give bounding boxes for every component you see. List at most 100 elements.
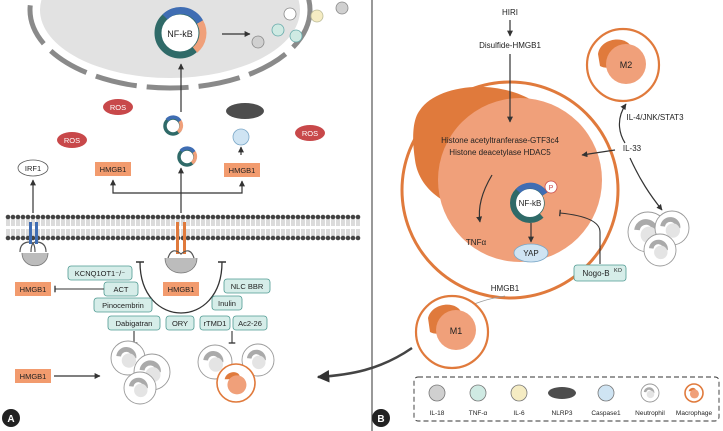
lipid-head bbox=[300, 235, 306, 241]
histone-deacetyl-label: Histone deacetylase HDAC5 bbox=[449, 148, 551, 157]
drug-kcnq: KCNQ1OT1⁻/⁻ bbox=[67, 265, 133, 281]
hmgb1-label-bottom: HMGB1 bbox=[20, 372, 47, 381]
lipid-head bbox=[325, 214, 331, 220]
lipid-head bbox=[60, 235, 66, 241]
lipid-head bbox=[240, 214, 246, 220]
nucleus-nfkb-label: NF-kB bbox=[167, 29, 193, 39]
lipid-head bbox=[80, 235, 86, 241]
legend-label: Caspase1 bbox=[591, 410, 621, 417]
neutrophil-body bbox=[646, 390, 655, 399]
irf1-label: IRF1 bbox=[25, 164, 41, 173]
lipid-head bbox=[200, 214, 206, 220]
lipid-head bbox=[335, 235, 341, 241]
legend-swatch bbox=[548, 387, 576, 399]
receptor-center bbox=[164, 222, 198, 274]
neutrophil-cluster bbox=[110, 340, 171, 405]
drug-nlc-bbr-label: NLC BBR bbox=[231, 282, 264, 291]
macrophage-cytoplasm bbox=[438, 98, 602, 262]
lipid-head bbox=[80, 214, 86, 220]
lipid-head bbox=[200, 235, 206, 241]
lipid-head bbox=[40, 214, 46, 220]
hmgb1-box-left bbox=[95, 162, 131, 176]
lipid-head bbox=[5, 235, 11, 241]
ros-label: ROS bbox=[110, 103, 126, 112]
lipid-head bbox=[235, 235, 241, 241]
drug-dabigatran: Dabigatran bbox=[107, 315, 161, 331]
legend-swatch bbox=[469, 384, 487, 402]
m2-cytoplasm bbox=[606, 44, 646, 84]
lipid-head bbox=[320, 235, 326, 241]
lipid-head bbox=[55, 235, 61, 241]
panel-b-nfkb-label: NF-kB bbox=[519, 199, 542, 208]
lipid-head bbox=[205, 214, 211, 220]
panel-a-letter-badge bbox=[2, 409, 20, 427]
lipid-head bbox=[230, 214, 236, 220]
lipid-head bbox=[230, 235, 236, 241]
il18-dot bbox=[335, 1, 349, 15]
lipid-head bbox=[140, 214, 146, 220]
drug-rtmd1-label: rTMD1 bbox=[204, 319, 227, 328]
neutrophil-body bbox=[654, 245, 668, 260]
drug-inulin: Inulin bbox=[211, 295, 243, 311]
hmgb1-label-left: HMGB1 bbox=[100, 165, 127, 174]
lipid-head bbox=[295, 235, 301, 241]
drug-pinocembrin-label: Pinocembrin bbox=[102, 301, 144, 310]
neutrophil-cell bbox=[640, 383, 660, 403]
lipid-head bbox=[60, 214, 66, 220]
lipid-head bbox=[245, 235, 251, 241]
lipid-head bbox=[150, 214, 156, 220]
m2-label: M2 bbox=[620, 60, 633, 70]
lipid-head bbox=[250, 214, 256, 220]
neutrophil-body bbox=[134, 383, 148, 398]
lipid-head bbox=[120, 214, 126, 220]
lipid-head bbox=[165, 214, 171, 220]
hmgb1-box-bottom bbox=[15, 369, 51, 383]
drug-ory: ORY bbox=[165, 315, 195, 331]
inhibition-arc bbox=[139, 261, 223, 314]
phospho-label: P bbox=[549, 185, 554, 192]
lipid-head bbox=[160, 235, 166, 241]
neutrophil-cell bbox=[241, 343, 275, 377]
lipid-head bbox=[340, 235, 346, 241]
yap-label: YAP bbox=[523, 249, 538, 258]
nfkb-ring-blue bbox=[162, 7, 204, 24]
lipid-head bbox=[5, 214, 11, 220]
neutrophil-body bbox=[121, 353, 136, 368]
lipid-head bbox=[175, 214, 181, 220]
lipid-head bbox=[155, 214, 161, 220]
lipid-head bbox=[85, 214, 91, 220]
legend-label: Neutrophil bbox=[635, 410, 665, 417]
lipid-head bbox=[190, 214, 196, 220]
panel-b-nfkb-ring bbox=[510, 182, 551, 223]
lipid-head bbox=[355, 235, 361, 241]
lipid-head bbox=[265, 214, 271, 220]
branch-arrow-right bbox=[181, 180, 245, 194]
nogo-inhibit-line bbox=[559, 209, 601, 264]
hmgb1-receptor-label-center: HMGB1 bbox=[168, 285, 195, 294]
lipid-head bbox=[225, 235, 231, 241]
lipid-head bbox=[45, 235, 51, 241]
histone-acetyl-label: Histone acetyltranferase-GTF3c4 bbox=[441, 136, 559, 145]
lipid-head bbox=[295, 214, 301, 220]
panel-b-letter-badge bbox=[372, 409, 390, 427]
lipid-head bbox=[70, 214, 76, 220]
lipid-head bbox=[270, 214, 276, 220]
m1-label: M1 bbox=[450, 326, 463, 336]
panel-a: NF-kB ROS ROS ROS bbox=[2, 0, 373, 431]
lipid-head bbox=[185, 235, 191, 241]
lipid-head bbox=[345, 235, 351, 241]
lipid-head bbox=[190, 235, 196, 241]
nucleus-envelope bbox=[27, 0, 313, 91]
lipid-head bbox=[205, 235, 211, 241]
legend-label: IL-6 bbox=[513, 410, 525, 417]
lipid-head bbox=[95, 214, 101, 220]
il33-label: IL-33 bbox=[623, 144, 642, 153]
lipid-head bbox=[170, 214, 176, 220]
lipid-head bbox=[315, 214, 321, 220]
nlrp3-oval bbox=[226, 103, 264, 119]
drug-ac2-26-label: Ac2-26 bbox=[238, 319, 262, 328]
lipid-head bbox=[260, 235, 266, 241]
lipid-head bbox=[275, 235, 281, 241]
lipid-head bbox=[135, 235, 141, 241]
lipid-head bbox=[260, 214, 266, 220]
